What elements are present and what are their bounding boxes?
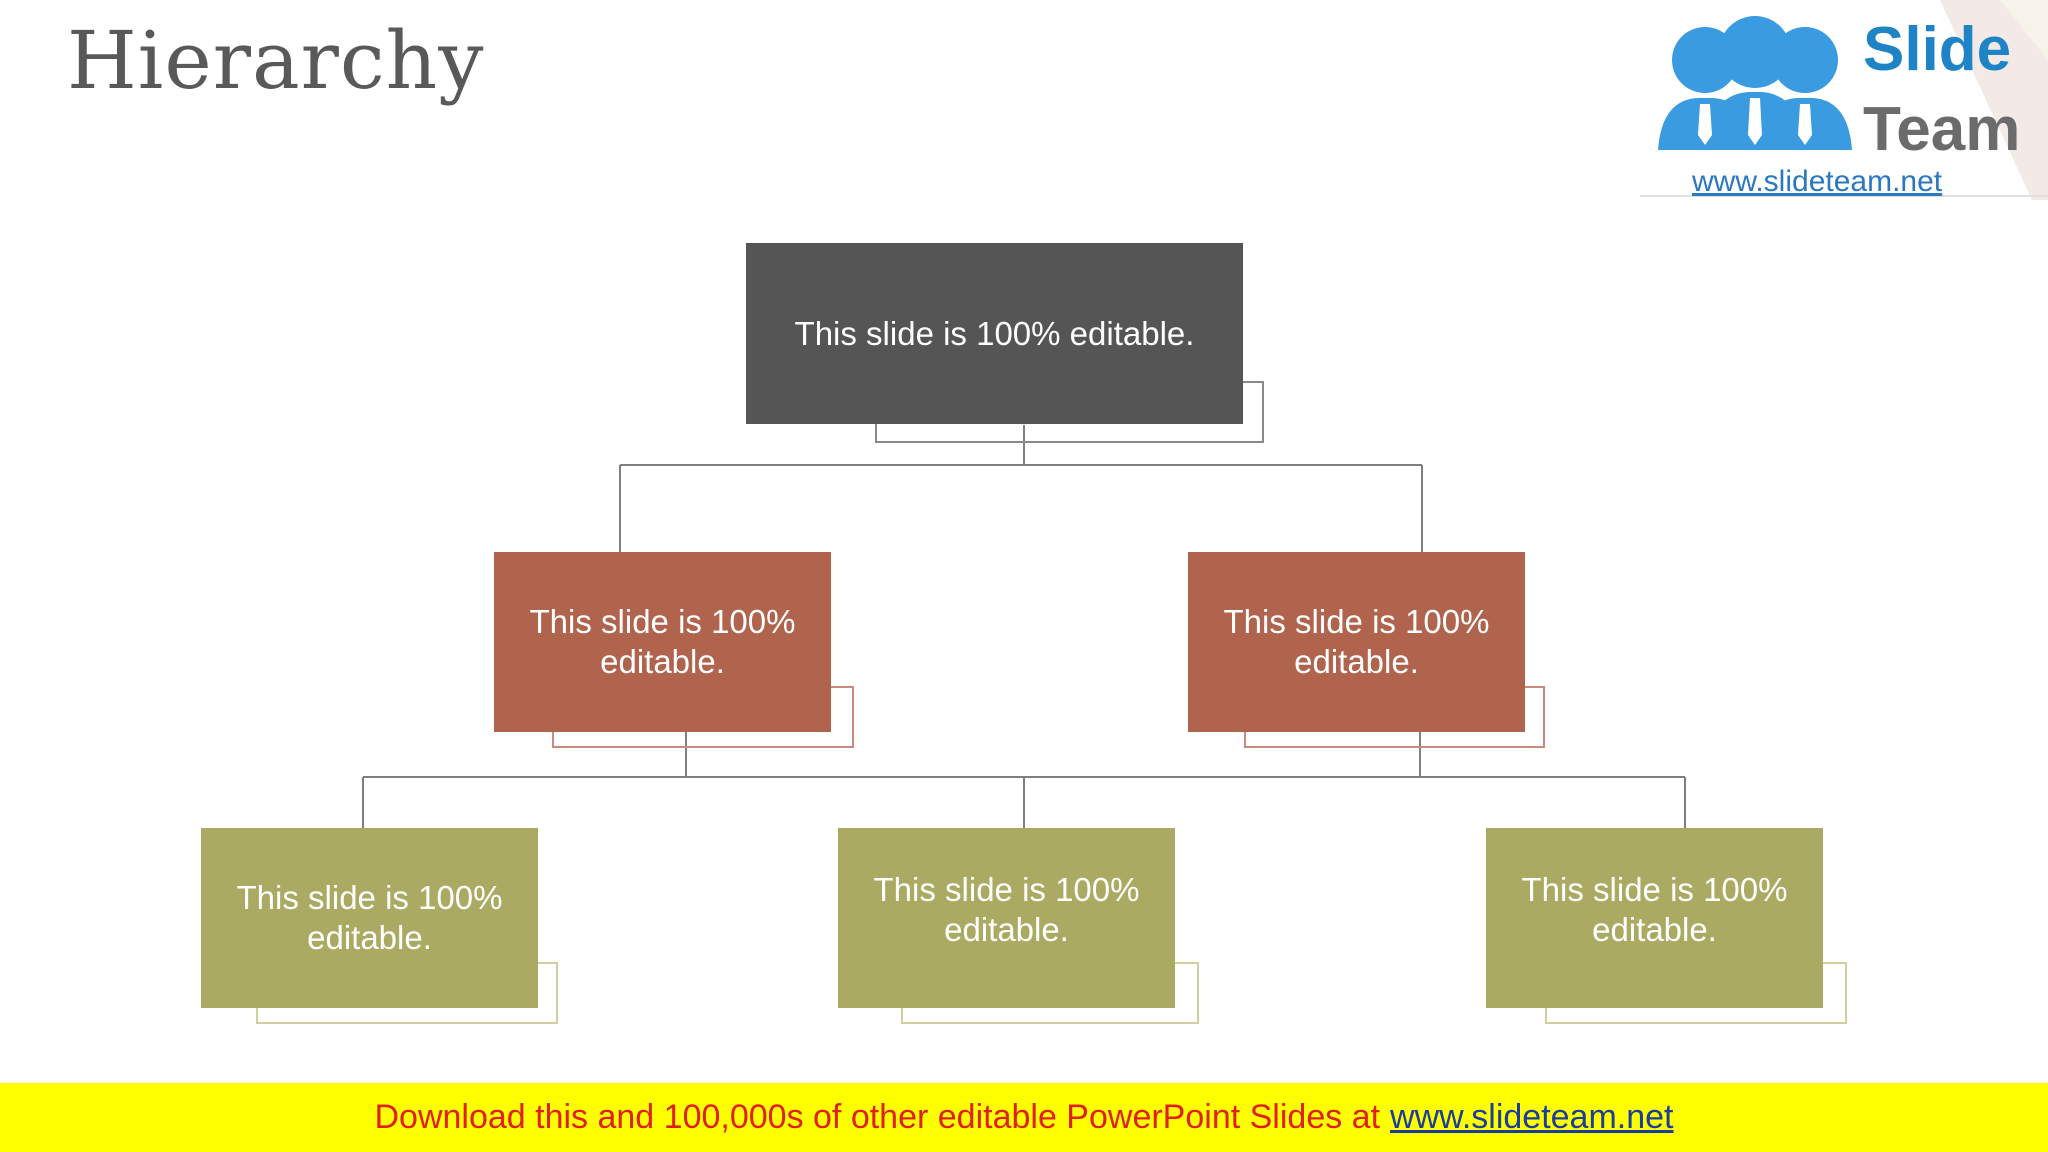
banner-link[interactable]: www.slideteam.net bbox=[1390, 1098, 1674, 1136]
people-icon bbox=[1640, 0, 2048, 200]
banner-text: Download this and 100,000s of other edit… bbox=[374, 1098, 1381, 1136]
level2-right-node[interactable]: This slide is 100% editable. bbox=[1188, 552, 1525, 732]
level2-left-node[interactable]: This slide is 100% editable. bbox=[494, 552, 831, 732]
level3-center-node[interactable]: This slide is 100% editable. bbox=[838, 828, 1175, 1008]
slide-title: Hierarchy bbox=[67, 14, 485, 107]
logo-url-link[interactable]: www.slideteam.net bbox=[1692, 165, 1943, 198]
logo-word-team: Team bbox=[1863, 95, 2021, 164]
root-node[interactable]: This slide is 100% editable. bbox=[746, 243, 1243, 424]
level3-right-text: This slide is 100% editable. bbox=[1521, 871, 1788, 948]
level3-left-text: This slide is 100% editable. bbox=[236, 879, 503, 956]
download-banner: Download this and 100,000s of other edit… bbox=[0, 1083, 2048, 1152]
level3-left-node[interactable]: This slide is 100% editable. bbox=[201, 828, 538, 1008]
level3-right-node[interactable]: This slide is 100% editable. bbox=[1486, 828, 1823, 1008]
root-node-text: This slide is 100% editable. bbox=[794, 314, 1195, 352]
level2-left-text: This slide is 100% editable. bbox=[529, 603, 796, 680]
level3-center-text: This slide is 100% editable. bbox=[873, 871, 1140, 948]
level2-right-text: This slide is 100% editable. bbox=[1223, 603, 1490, 680]
logo-word-slide: Slide bbox=[1863, 15, 2012, 84]
slideteam-logo[interactable]: Slide Team www.slideteam.net bbox=[1640, 0, 2048, 200]
